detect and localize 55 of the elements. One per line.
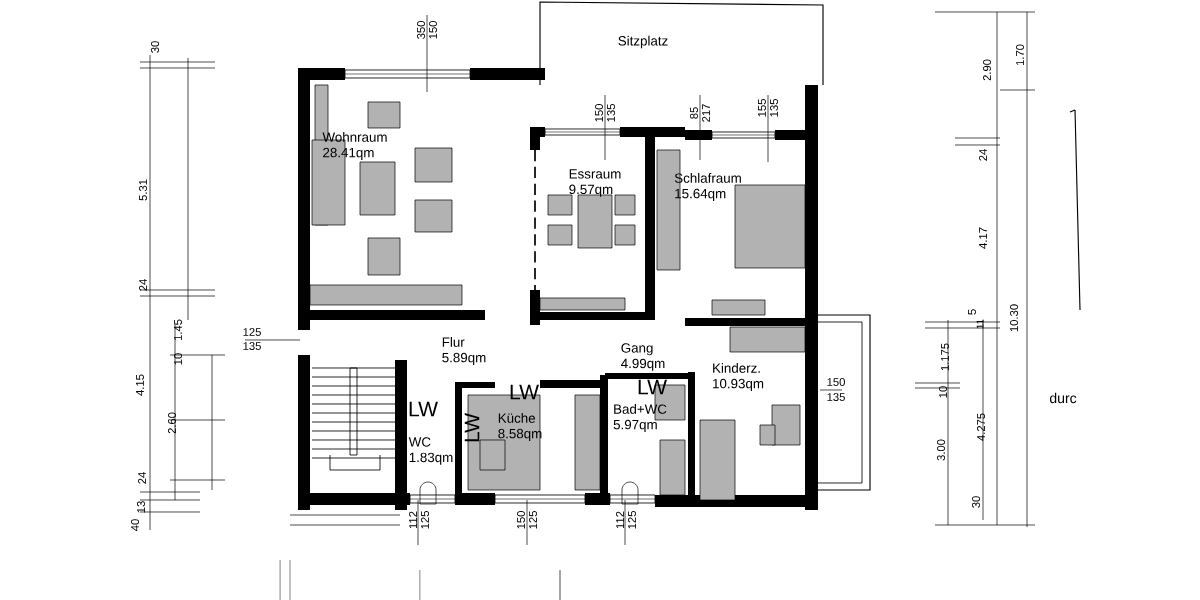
dimension-label: 10.30 xyxy=(1010,304,1018,332)
dimension-label: 150 xyxy=(595,104,603,122)
dimension-label: 150 xyxy=(429,21,437,39)
dimension-label: 85 xyxy=(690,107,698,119)
dimension-label: 4.15 xyxy=(136,374,144,396)
dimension-label: 125 xyxy=(421,511,429,529)
dimension-label: 1.175 xyxy=(941,343,949,371)
room-label: WC 1.83qm xyxy=(408,437,453,465)
room-code: LW xyxy=(409,401,438,417)
room-label: Essraum 9.57qm xyxy=(569,169,621,197)
dimension-label: 135 xyxy=(770,99,778,117)
dimension-label: 30 xyxy=(972,496,980,508)
cut-off-text: durc xyxy=(1049,392,1077,404)
dimension-label: 1.45 xyxy=(174,319,182,341)
room-label: Küche 8.58qm xyxy=(498,413,542,441)
dimension-label: 150 xyxy=(827,378,845,386)
dimension-label: 40 xyxy=(131,519,139,531)
dimension-label: 13 xyxy=(137,501,145,513)
dimension-label: 3.00 xyxy=(937,439,945,461)
dimension-label: 217 xyxy=(702,104,710,122)
dimension-label: 11 xyxy=(976,319,984,329)
room-label: Flur 5.89qm xyxy=(442,337,486,365)
dimension-label: 30 xyxy=(151,41,159,53)
room-label: Schlafraum 15.64qm xyxy=(674,173,741,201)
dimension-label: 150 xyxy=(517,511,525,529)
dimension-label: 135 xyxy=(243,342,261,350)
room-label: Wohnraum 28.41qm xyxy=(322,132,387,160)
dimension-label: 5 xyxy=(968,309,976,315)
room-label: Bad+WC 5.97qm xyxy=(613,404,667,432)
dimension-label: 1.70 xyxy=(1016,44,1024,66)
dimension-label: 125 xyxy=(243,328,261,336)
dimension-label: 112 xyxy=(409,511,417,529)
room-label: Sitzplatz xyxy=(618,35,668,49)
dimension-label: 4.17 xyxy=(979,227,987,249)
room-label: Gang 4.99qm xyxy=(621,343,665,371)
room-label: Kinderz. 10.93qm xyxy=(713,363,764,391)
dimension-label: 112 xyxy=(616,511,624,529)
dimension-label: 125 xyxy=(529,511,537,529)
dimension-label: 5.31 xyxy=(139,179,147,201)
room-code: LW xyxy=(638,379,667,395)
dimension-label: 2.90 xyxy=(983,59,991,81)
room-code: LW xyxy=(464,413,480,442)
dimension-label: 24 xyxy=(979,149,987,161)
room-code: LW xyxy=(510,384,539,400)
dimension-label: 24 xyxy=(138,472,146,484)
dimension-label: 2.60 xyxy=(168,412,176,434)
dimension-label: 350 xyxy=(417,21,425,39)
dimension-label: 10 xyxy=(939,386,947,398)
dimension-label: 125 xyxy=(628,511,636,529)
dimension-label: 24 xyxy=(139,279,147,291)
dimension-label: 4.275 xyxy=(977,413,985,441)
dimension-label: 155 xyxy=(758,99,766,117)
dimension-label: 10 xyxy=(174,353,182,365)
dimension-label: 135 xyxy=(827,393,845,401)
dimension-label: 135 xyxy=(607,104,615,122)
